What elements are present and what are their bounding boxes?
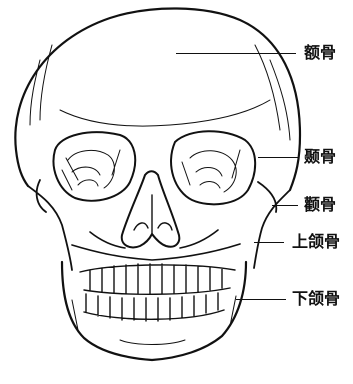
label-mandible: 下颌骨 xyxy=(292,290,340,308)
frontal-leader-line xyxy=(176,53,296,54)
label-maxilla: 上颌骨 xyxy=(292,233,340,251)
maxilla-leader-line xyxy=(254,242,284,243)
label-frontal: 额骨 xyxy=(304,44,336,62)
upper-teeth xyxy=(80,264,235,294)
cranium-shading xyxy=(30,45,290,140)
cranium-outline xyxy=(15,8,300,190)
left-orbit xyxy=(54,132,136,200)
mandible-shading xyxy=(72,296,236,345)
mandible-leader-line xyxy=(236,299,286,300)
right-orbit-shading xyxy=(182,150,240,192)
left-orbit-shading xyxy=(62,150,120,190)
lower-teeth xyxy=(84,293,224,321)
temporal-leader-line xyxy=(258,157,298,158)
label-temporal: 颞骨 xyxy=(304,148,336,166)
zygomatic-leader-line xyxy=(272,205,298,206)
maxilla xyxy=(72,230,240,260)
label-zygomatic: 颧骨 xyxy=(304,196,336,214)
